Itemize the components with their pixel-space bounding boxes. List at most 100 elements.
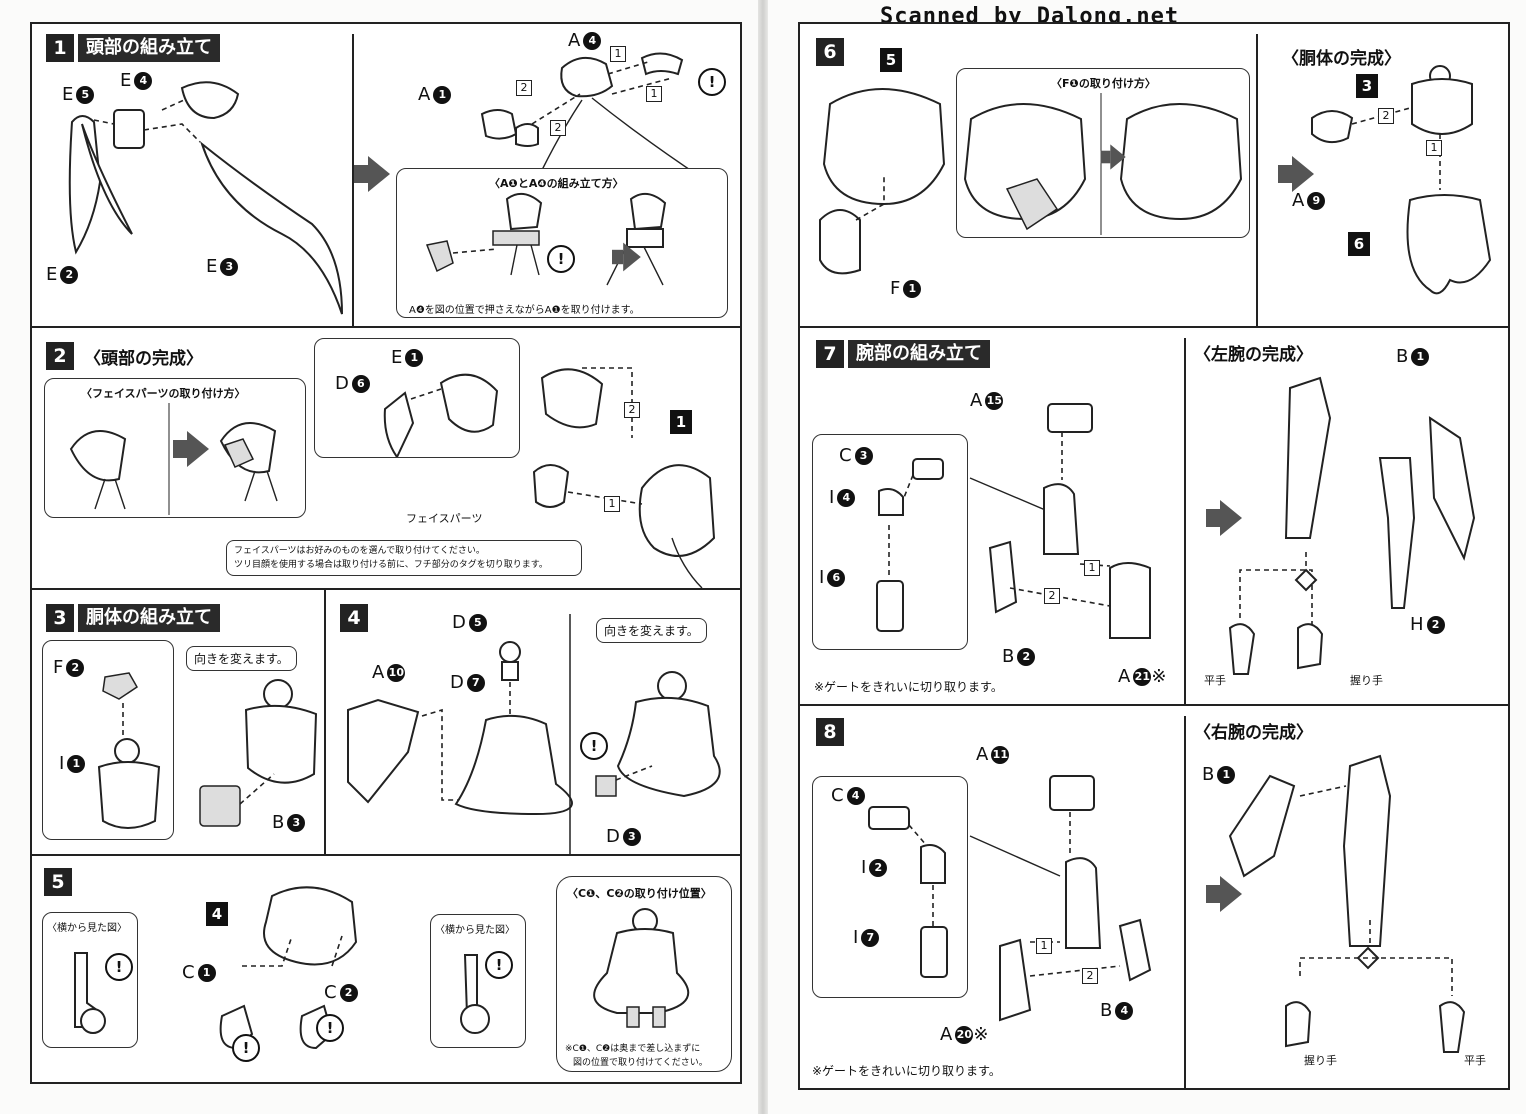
face-parts-label: フェイスパーツ [406,512,483,525]
side-view-right: 〈横から見た図〉 ! [430,914,526,1048]
warning-icon: ! [547,245,575,273]
step-7-title: 腕部の組み立て [848,340,990,368]
torso-core-illustration [97,672,161,829]
step-8-next-arrow [1206,876,1242,912]
side-view-right-illustration [460,954,490,1034]
f1-next-arrow [1100,144,1126,170]
seq-box-1: 1 [604,496,620,512]
f1-attach-subbox: 〈F❶の取り付け方〉 [956,68,1250,238]
step-1-subbox-title: 〈A❶とA❹の組み立て方〉 [489,177,624,190]
seq-box-2b: 2 [550,120,566,136]
seq-box-2: 2 [1044,588,1060,604]
torso-complete-illustration [199,679,318,827]
left-arm-complete-heading: 〈左腕の完成〉 [1194,345,1313,365]
warning-icon: ! [580,732,608,760]
step-7-gate-note: ※ゲートをきれいに切り取ります。 [814,680,1003,694]
step-ref-5: 5 [880,48,902,72]
face-parts-subbox-title: 〈フェイスパーツの取り付け方〉 [81,387,246,400]
step-ref-6: 6 [1348,232,1370,256]
face-parts-note-line1: フェイスパーツはお好みのものを選んで取り付けてください。 [234,546,485,556]
warning-icon: ! [316,1014,344,1042]
step-8-gate-note: ※ゲートをきれいに切り取ります。 [812,1064,1001,1078]
right-arm-complete-heading: 〈右腕の完成〉 [1194,723,1313,743]
step-2-number: 2 [46,342,74,370]
skirt-joint-illustration [219,886,358,1050]
step-5-number: 5 [44,868,72,896]
left-arm-parts-illustration [969,403,1151,639]
warning-icon: ! [232,1034,260,1062]
step-1-divider [352,34,354,326]
step-8-number: 8 [816,718,844,746]
right-arm-complete-illustration [1228,754,1466,1053]
step-ref-4: 4 [206,902,228,926]
face-next-arrow [173,431,209,467]
face-attach-illustration [69,403,278,515]
warning-icon: ! [485,951,513,979]
warning-icon: ! [698,68,726,96]
right-flat-hand-label: 平手 [1464,1054,1486,1067]
step-4-number: 4 [340,604,368,632]
step-1-number: 1 [46,34,74,62]
c-position-note-1: ※C❶、C❷は奥まで差し込まずに [565,1044,701,1054]
step-1-subbox: 〈A❶とA❹の組み立て方〉 ! A❹を図の位置で押さえながらA❶を取り付けます。 [396,168,728,318]
skirt-f1-illustration [819,88,946,275]
seq-box-1b: 1 [646,86,662,102]
step-7-number: 7 [816,340,844,368]
head-complete-illustration [532,367,716,588]
c-position-title: 〈C❶、C❷の取り付け位置〉 [567,887,712,900]
f1-attach-title: 〈F❶の取り付け方〉 [1051,77,1156,90]
c-position-illustration [593,908,690,1028]
step-7-next-arrow [1206,500,1242,536]
step-3-bubble: 向きを変えます。 [186,646,297,671]
torso-complete-heading: 〈胴体の完成〉 [1282,49,1401,69]
left-flat-hand-label: 平手 [1204,674,1226,687]
seq-box-1: 1 [1084,560,1100,576]
step-6-divider [1256,34,1258,326]
seq-box-2: 2 [624,402,640,418]
right-arm-parts-illustration [969,775,1152,1022]
elbow-right-illustration [868,806,948,978]
face-parts-subbox: 〈フェイスパーツの取り付け方〉 [44,378,306,518]
face-swap-illustration [383,373,499,457]
skirt-assembly-illustration [347,614,721,854]
left-arm-complete-illustration [1228,376,1476,675]
step-4-bubble: 向きを変えます。 [596,618,707,643]
head-parts-illustration [68,81,343,315]
step-ref-1: 1 [670,410,692,434]
step-ref-3: 3 [1356,74,1378,98]
